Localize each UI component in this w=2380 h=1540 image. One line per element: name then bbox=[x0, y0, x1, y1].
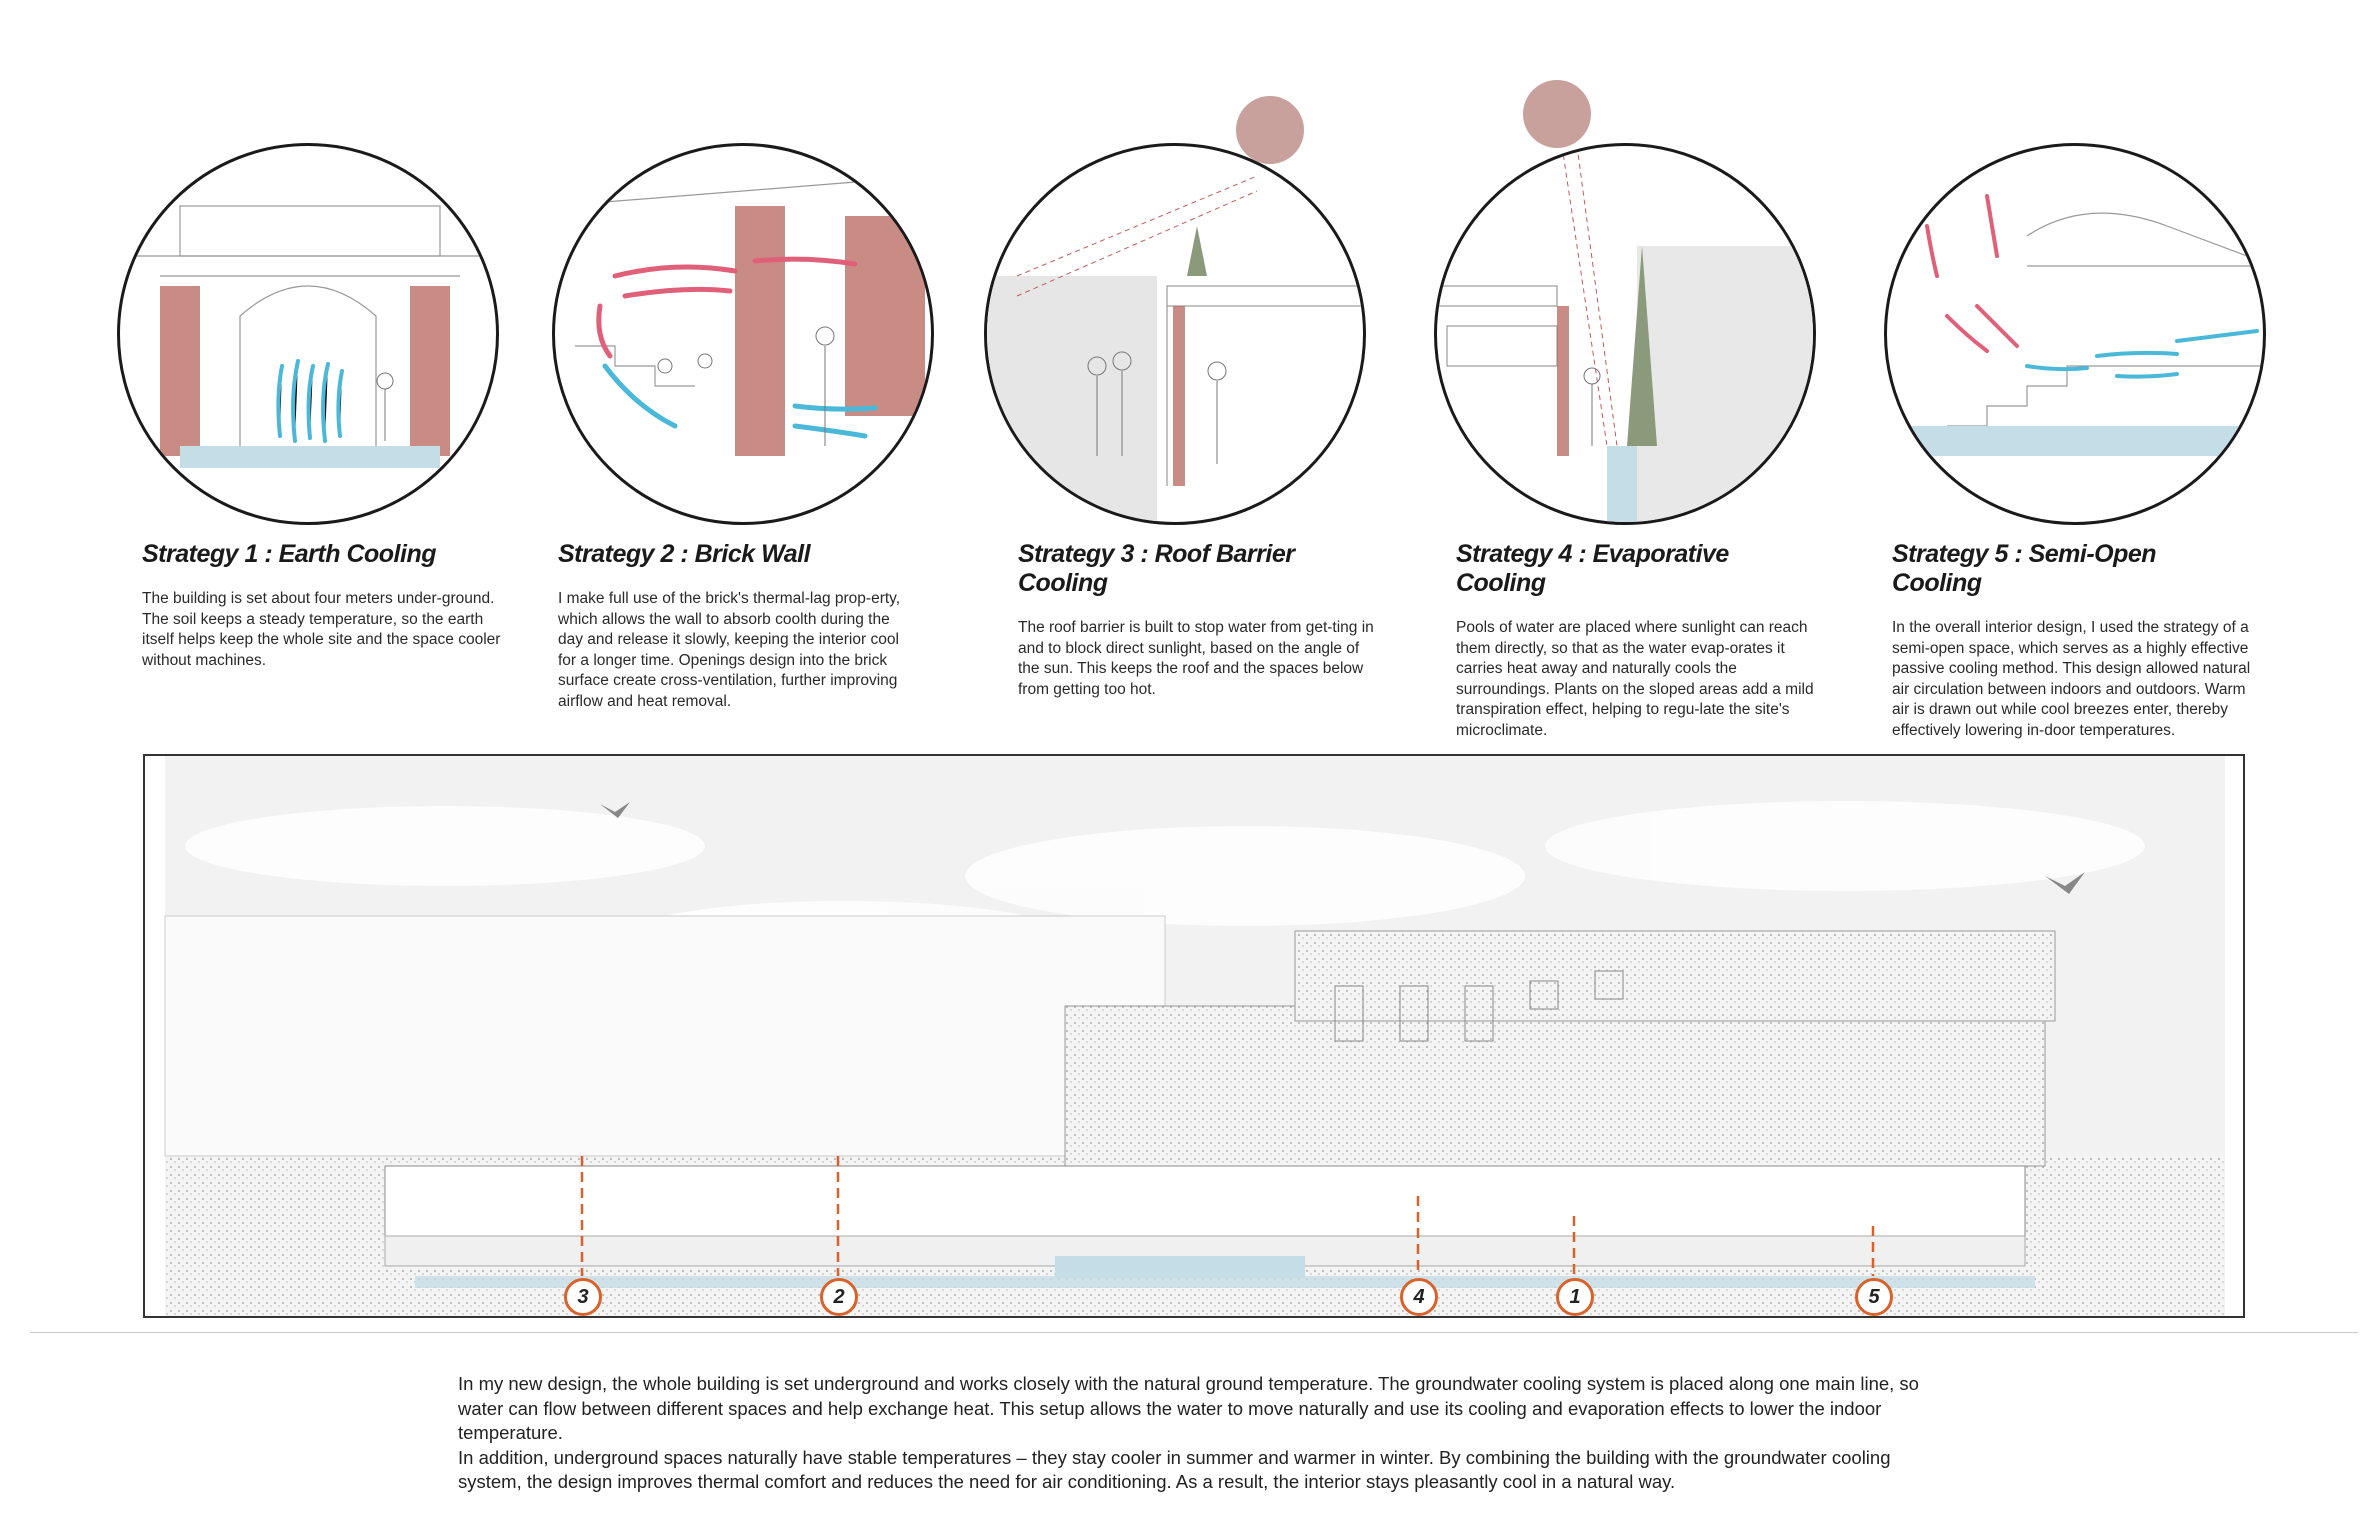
sun-icon bbox=[1523, 80, 1591, 148]
strategy-title: Strategy 1 : Earth Cooling bbox=[142, 540, 436, 568]
vignette-earth-cooling bbox=[117, 143, 499, 525]
strategy-description: Pools of water are placed where sunlight… bbox=[1456, 619, 1814, 739]
divider bbox=[30, 1332, 2358, 1333]
summary-paragraph: In my new design, the whole building is … bbox=[458, 1373, 1919, 1443]
sun-icon bbox=[1236, 96, 1304, 164]
summary-paragraph: In addition, underground spaces naturall… bbox=[458, 1446, 1891, 1493]
strategy-1: Strategy 1 : Earth Cooling The building … bbox=[142, 540, 502, 671]
strategy-4: Strategy 4 : Evaporative Cooling Pools o… bbox=[1456, 540, 1816, 741]
section-marker-1: 1 bbox=[1556, 1278, 1594, 1316]
section-marker-4: 4 bbox=[1400, 1278, 1438, 1316]
section-marker-2: 2 bbox=[820, 1278, 858, 1316]
vignette-brick-wall bbox=[552, 143, 934, 525]
section-marker-5: 5 bbox=[1855, 1278, 1893, 1316]
strategy-5: Strategy 5 : Semi-Open Cooling In the ov… bbox=[1892, 540, 2252, 741]
strategy-description: The building is set about four meters un… bbox=[142, 590, 501, 669]
strategy-description: I make full use of the brick's thermal-l… bbox=[558, 590, 901, 710]
strategy-title: Strategy 2 : Brick Wall bbox=[558, 540, 811, 568]
vignette-evaporative bbox=[1434, 143, 1816, 525]
section-marker-3: 3 bbox=[564, 1278, 602, 1316]
vignette-semi-open bbox=[1884, 143, 2266, 525]
strategy-3: Strategy 3 : Roof Barrier Cooling The ro… bbox=[1018, 540, 1378, 700]
building-section-drawing: 3 2 4 1 5 bbox=[143, 754, 2245, 1318]
strategy-title: Strategy 3 : Roof Barrier Cooling bbox=[1018, 540, 1295, 597]
vignette-roof-barrier bbox=[984, 143, 1366, 525]
summary-text: In my new design, the whole building is … bbox=[458, 1372, 1928, 1495]
strategy-description: In the overall interior design, I used t… bbox=[1892, 619, 2251, 739]
strategy-description: The roof barrier is built to stop water … bbox=[1018, 619, 1374, 698]
strategy-2: Strategy 2 : Brick Wall I make full use … bbox=[558, 540, 918, 712]
strategy-title: Strategy 5 : Semi-Open Cooling bbox=[1892, 540, 2157, 597]
strategy-title: Strategy 4 : Evaporative Cooling bbox=[1456, 540, 1729, 597]
